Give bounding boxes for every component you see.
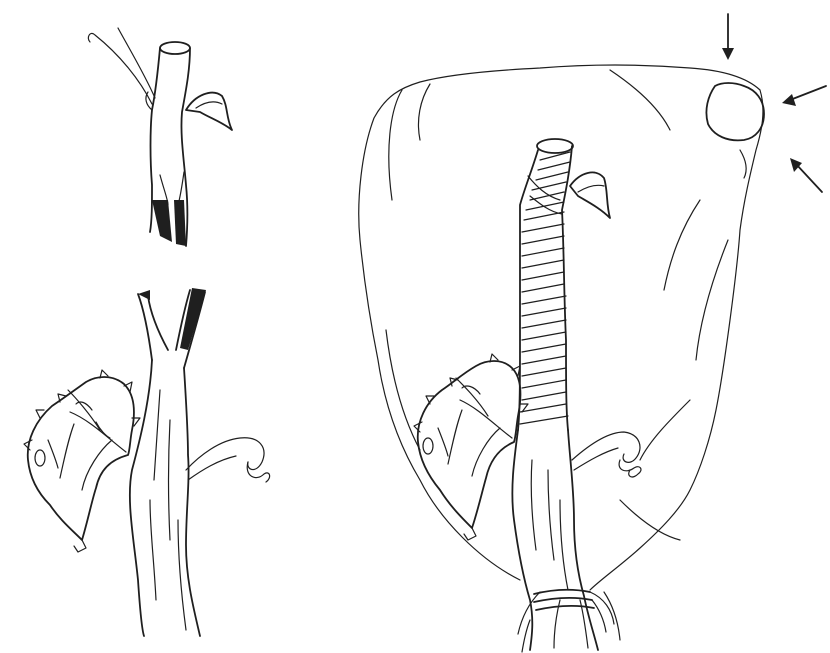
grafting-tape-icon [520,152,570,424]
split-rootstock-icon [24,288,270,636]
arrow-top [722,14,734,60]
arrow-right-upper [782,86,826,106]
scion-cutting-icon [88,28,232,246]
arrow-right-lower [790,158,822,192]
bagged-graft-icon [359,65,764,652]
